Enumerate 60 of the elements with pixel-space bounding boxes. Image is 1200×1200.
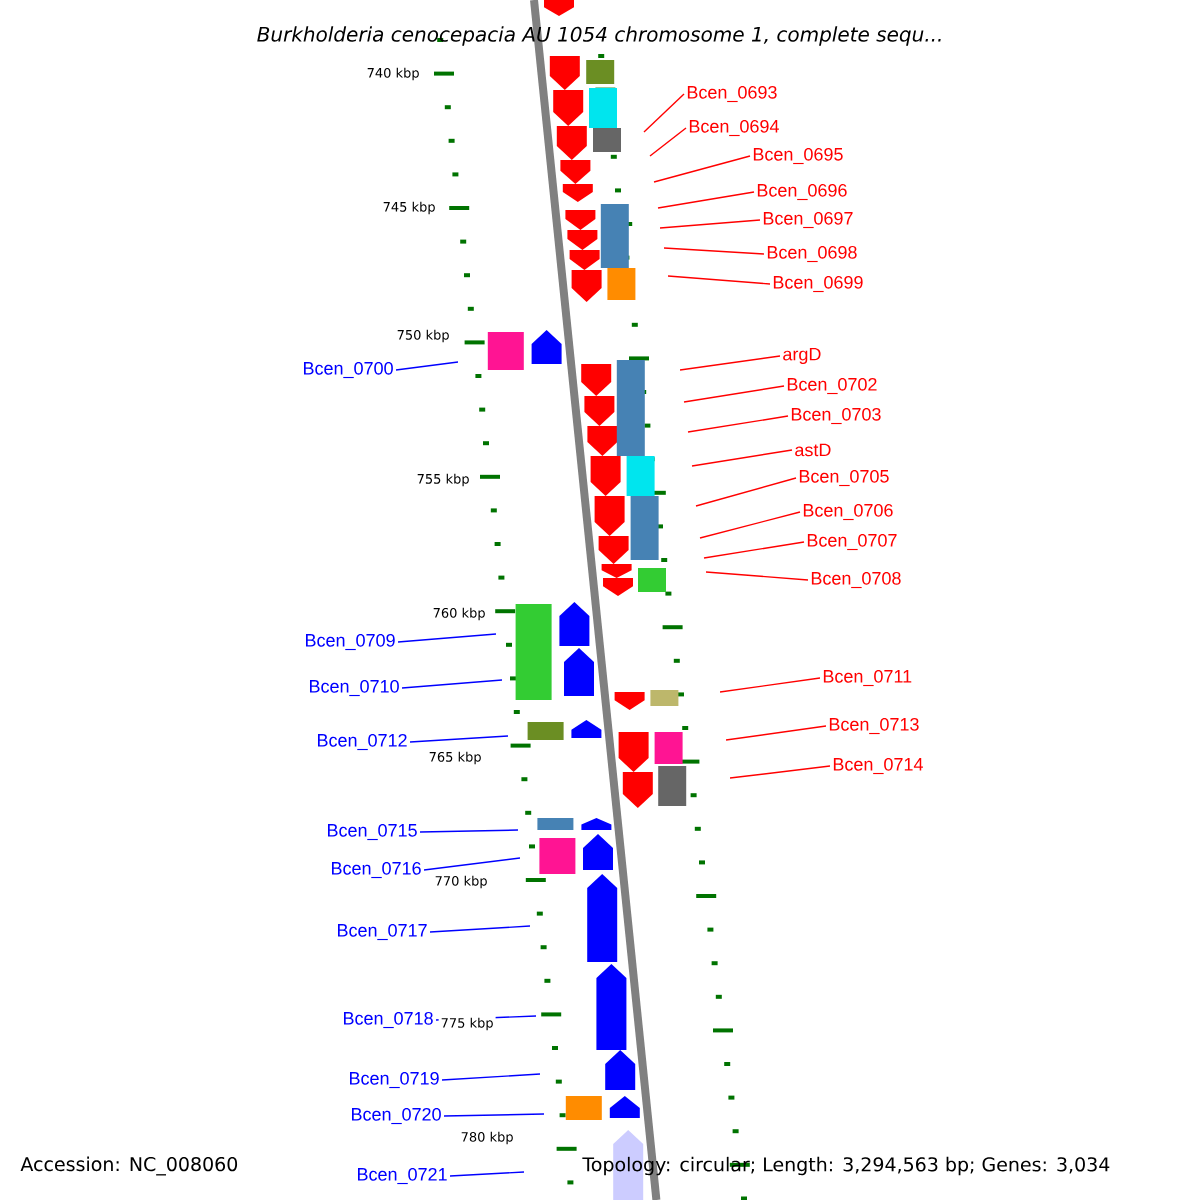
- leader-line: [687, 415, 789, 433]
- leader-line: [725, 725, 827, 741]
- leader-line: [719, 677, 821, 693]
- leader-line: [397, 633, 497, 643]
- leader-line: [649, 127, 687, 157]
- leader-line: [657, 191, 755, 209]
- gene-label: Bcen_0705: [799, 469, 889, 487]
- gene-label: Bcen_0700: [304, 361, 393, 379]
- leader-line: [667, 275, 771, 285]
- gene-label: Bcen_0709: [306, 633, 395, 651]
- info-text: Accession: NC_008060: [20, 1156, 238, 1176]
- gene-label: Bcen_0708: [811, 571, 901, 589]
- gene-label: Bcen_0697: [763, 211, 853, 229]
- leader-line: [691, 449, 793, 467]
- gene-label: Bcen_0698: [767, 245, 857, 263]
- gene-label: Bcen_0710: [310, 679, 399, 697]
- leader-line: [659, 219, 761, 229]
- leader-line: [449, 1171, 525, 1177]
- gene-label: Bcen_0711: [823, 669, 912, 687]
- gene-label: astD: [795, 443, 831, 457]
- gene-label: Bcen_0718: [344, 1011, 433, 1029]
- gene-label: Bcen_0706: [803, 503, 893, 521]
- gene-label: Bcen_0715: [328, 823, 417, 841]
- gene-label: Bcen_0712: [318, 733, 407, 751]
- leader-line: [699, 511, 801, 539]
- gene-label: Bcen_0696: [757, 183, 847, 201]
- leader-line: [729, 765, 831, 779]
- gene-label: Bcen_0703: [791, 407, 881, 425]
- leader-line: [419, 829, 519, 833]
- leader-line: [429, 925, 531, 933]
- leader-line: [679, 355, 781, 371]
- leader-line: [705, 571, 809, 581]
- gene-label: Bcen_0707: [807, 533, 897, 551]
- gene-label: Bcen_0721: [358, 1167, 447, 1185]
- gene-label: Bcen_0695: [753, 147, 843, 165]
- gene-label: Bcen_0693: [687, 85, 777, 103]
- leader-line: [401, 679, 503, 689]
- leader-line: [395, 361, 459, 371]
- leader-line: [663, 247, 765, 255]
- leader-line: [443, 1113, 545, 1117]
- leader-line: [695, 477, 797, 507]
- leader-line: [683, 385, 785, 403]
- gene-label: Bcen_0716: [332, 861, 421, 879]
- leader-line: [653, 155, 751, 183]
- gene-label: Bcen_0717: [338, 923, 427, 941]
- gene-label: Bcen_0713: [829, 717, 919, 735]
- gene-label: Bcen_0720: [352, 1107, 441, 1125]
- gene-label: Bcen_0719: [350, 1071, 439, 1089]
- leader-line: [643, 93, 685, 133]
- leader-line: [423, 857, 521, 871]
- gene-label: argD: [783, 347, 821, 365]
- gene-label: Bcen_0714: [833, 757, 923, 775]
- leader-line: [703, 541, 805, 559]
- info-text: Topology: circular; Length: 3,294,563 bp; Genes: 3,034: [582, 1156, 1110, 1176]
- gene-label: Bcen_0694: [689, 119, 779, 137]
- title: Burkholderia cenocepacia AU 1054 chromosome 1, complete sequ...: [257, 26, 941, 46]
- leader-line: [409, 735, 509, 743]
- gene-label: Bcen_0702: [787, 377, 877, 395]
- leader-line: [441, 1073, 541, 1081]
- gene-label: Bcen_0699: [773, 275, 863, 293]
